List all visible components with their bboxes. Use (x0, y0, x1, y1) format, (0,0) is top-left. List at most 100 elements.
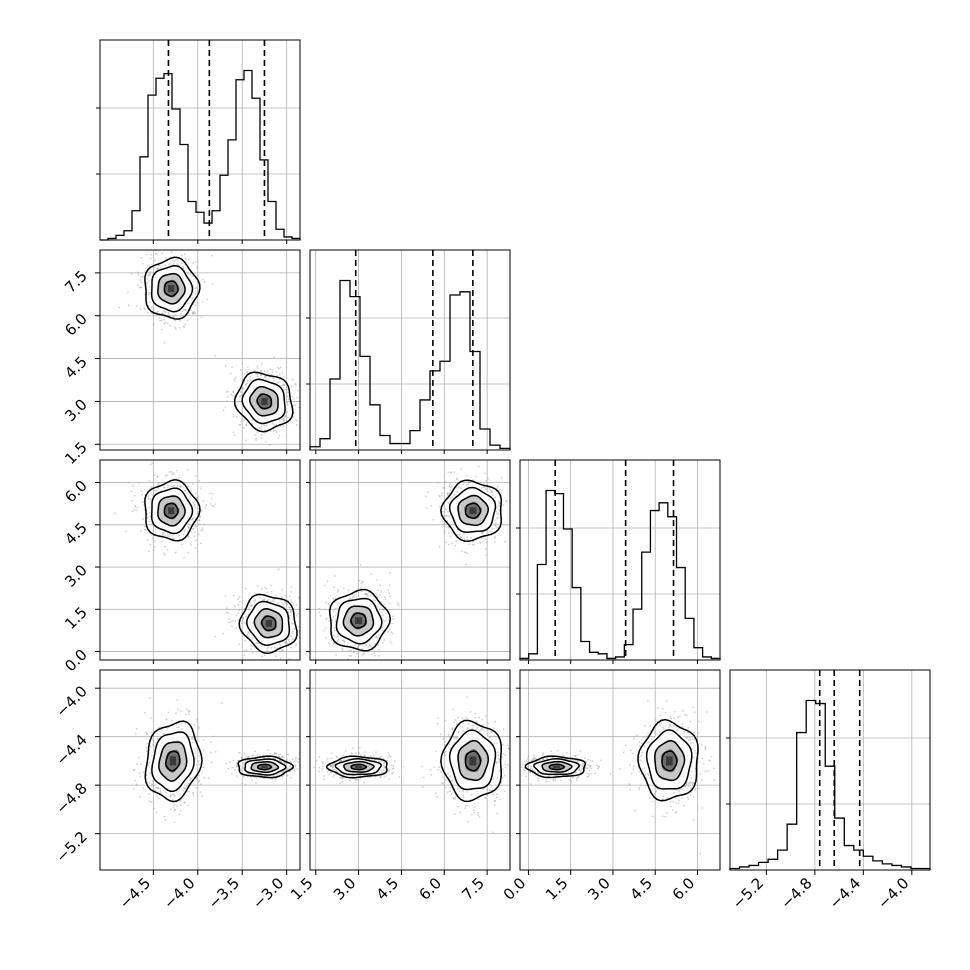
sample-point (496, 487, 499, 490)
sample-point (281, 372, 284, 374)
sample-point (359, 778, 362, 780)
sample-point (189, 779, 191, 782)
sample-point (325, 618, 328, 621)
sample-point (334, 597, 337, 600)
sample-point (269, 752, 272, 755)
sample-point (377, 636, 380, 639)
sample-point (446, 520, 449, 522)
sample-point (138, 481, 141, 484)
sample-point (134, 733, 137, 735)
sample-point (318, 611, 320, 614)
sample-point (318, 766, 321, 769)
sample-point (166, 535, 169, 537)
sample-point (195, 492, 197, 495)
sample-point (261, 588, 263, 590)
sample-point (152, 807, 155, 810)
sample-point (267, 646, 270, 648)
sample-point (210, 741, 212, 744)
sample-point (256, 431, 259, 433)
sample-point (127, 481, 130, 484)
sample-point (169, 325, 172, 327)
sample-point (232, 390, 235, 393)
sample-point (259, 370, 262, 372)
sample-point (364, 592, 367, 595)
sample-point (250, 648, 253, 651)
sample-point (169, 795, 172, 798)
sample-point (194, 525, 197, 527)
density-fill (355, 765, 363, 769)
sample-point (346, 775, 349, 777)
sample-point (319, 615, 322, 617)
sample-point (392, 617, 395, 620)
sample-point (273, 598, 276, 601)
sample-point (344, 750, 347, 752)
sample-point (171, 315, 174, 317)
sample-point (447, 532, 450, 534)
sample-point (248, 635, 250, 638)
sample-point (224, 595, 227, 597)
sample-point (337, 589, 340, 591)
sample-point (173, 795, 176, 797)
sample-point (335, 653, 337, 656)
sample-point (448, 743, 451, 746)
sample-point (197, 533, 200, 536)
sample-point (266, 650, 269, 653)
sample-point (170, 471, 172, 473)
scatter-panel-1-2 (309, 459, 511, 661)
sample-point (305, 411, 307, 413)
sample-point (350, 655, 353, 657)
sample-point (236, 775, 238, 777)
sample-point (383, 765, 386, 768)
sample-point (254, 750, 256, 753)
sample-point (251, 605, 253, 607)
sample-point (295, 603, 298, 606)
sample-point (491, 494, 494, 496)
sample-point (193, 723, 196, 726)
sample-point (380, 590, 383, 593)
sample-point (292, 622, 295, 625)
sample-point (251, 754, 254, 757)
sample-point (154, 540, 156, 542)
sample-point (339, 776, 342, 779)
sample-point (159, 792, 162, 794)
sample-point (266, 648, 269, 651)
sample-point (157, 264, 160, 267)
sample-point (354, 644, 356, 647)
sample-point (159, 319, 161, 322)
sample-point (198, 728, 200, 730)
sample-point (201, 301, 204, 303)
sample-point (383, 767, 386, 769)
sample-point (156, 267, 159, 270)
sample-point (191, 313, 194, 315)
sample-point (330, 772, 333, 774)
sample-point (247, 632, 250, 635)
sample-point (155, 794, 158, 797)
sample-point (192, 518, 194, 520)
density-fill (355, 617, 363, 624)
sample-point (270, 584, 272, 587)
sample-point (139, 279, 142, 281)
sample-point (191, 517, 194, 520)
sample-point (256, 585, 259, 587)
contour-line (457, 494, 489, 526)
sample-point (149, 273, 151, 275)
sample-point (379, 584, 381, 587)
sample-point (252, 754, 255, 757)
sample-point (148, 520, 150, 523)
sample-point (196, 720, 198, 723)
sample-point (235, 416, 238, 418)
sample-point (322, 761, 324, 764)
sample-point (341, 777, 343, 779)
sample-point (255, 667, 257, 669)
sample-point (146, 264, 149, 267)
sample-point (210, 751, 212, 754)
sample-point (279, 384, 282, 387)
sample-point (192, 791, 195, 794)
sample-point (147, 293, 150, 296)
sample-point (149, 257, 152, 260)
sample-point (296, 614, 298, 617)
sample-point (498, 798, 501, 801)
sample-point (173, 809, 176, 811)
sample-point (177, 726, 180, 729)
sample-point (475, 720, 478, 723)
